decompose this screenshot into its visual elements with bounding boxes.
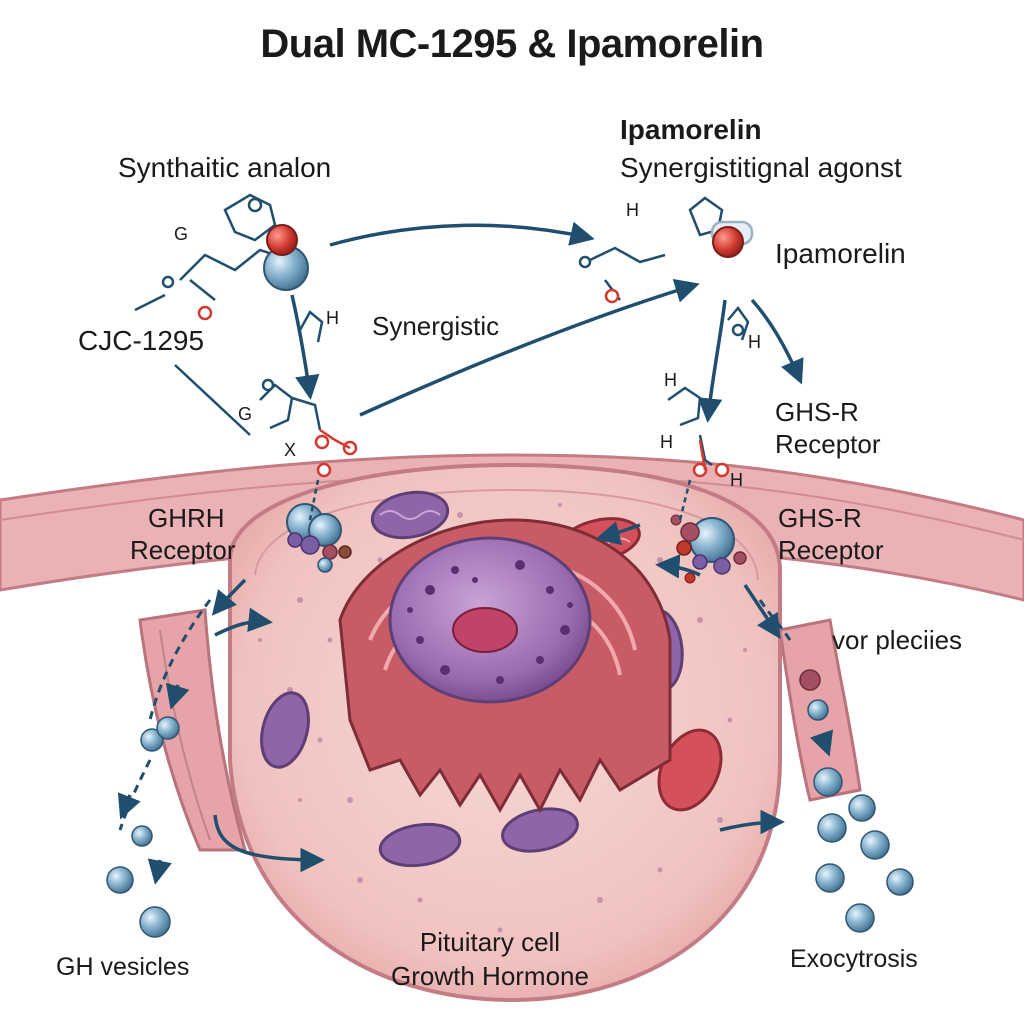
label-ghs-r-receptor-top-line1: GHS-R — [775, 397, 859, 427]
connector-lines — [134, 293, 251, 436]
label-exocytosis: Exocytrosis — [790, 945, 918, 973]
label-gh-vesicles: GH vesicles — [56, 953, 190, 981]
atom-letter-h-mid2: H — [660, 432, 673, 452]
ghrh-receptor-cluster — [286, 503, 352, 573]
left-secretory-channel — [138, 608, 247, 852]
label-ipamorelin-heading: Ipamorelin — [620, 114, 762, 145]
gh-vesicles-right — [799, 669, 914, 933]
atom-letter-h-mid1: H — [664, 370, 677, 390]
cjc-molecule-lower — [259, 310, 358, 521]
label-ghs-r-receptor-top-line2: Receptor — [775, 429, 881, 459]
atom-letter-g-lower: G — [238, 404, 253, 424]
ghs-r-receptor-cluster — [670, 514, 747, 584]
ipamorelin-oxygen-atom — [712, 226, 744, 258]
label-ipamorelin-molecule: Ipamorelin — [775, 238, 906, 269]
label-ghs-r-receptor-membrane-line2: Receptor — [778, 535, 884, 565]
pathway-arrows — [117, 221, 834, 885]
label-pituitary-cell: Pituitary cell — [419, 927, 561, 957]
ipamorelin-molecule-lower — [667, 305, 750, 521]
label-vor-plecies: vor pleciies — [832, 625, 963, 655]
label-ghrh-receptor-line2: Receptor — [130, 535, 236, 565]
label-ghrh-receptor-line1: GHRH — [148, 503, 225, 533]
diagram-title: Dual MC-1295 & Ipamorelin — [260, 22, 764, 66]
atom-letter-x: X — [284, 440, 297, 460]
label-synergistic: Synergistic — [372, 311, 500, 341]
nucleus — [388, 536, 592, 704]
atom-letter-h-low: H — [730, 470, 743, 490]
atom-letter-h-ipamorelin: H — [626, 200, 639, 220]
dashed-flows — [118, 599, 792, 831]
label-cjc-1295: CJC-1295 — [78, 325, 205, 356]
label-ipamorelin-subtitle: Synergistitignal agonst — [620, 152, 902, 183]
label-synthetic-analog: Synthaitic analon — [118, 152, 332, 183]
label-growth-hormone: Growth Hormone — [391, 961, 589, 991]
cjc-oxygen-atom — [263, 224, 309, 291]
gh-vesicles-left — [106, 716, 180, 938]
atom-letter-h-cjc: H — [326, 308, 339, 328]
atom-letter-g-top: G — [174, 224, 189, 244]
label-ghs-r-receptor-membrane-line1: GHS-R — [778, 503, 862, 533]
atom-letter-h-right: H — [748, 332, 761, 352]
